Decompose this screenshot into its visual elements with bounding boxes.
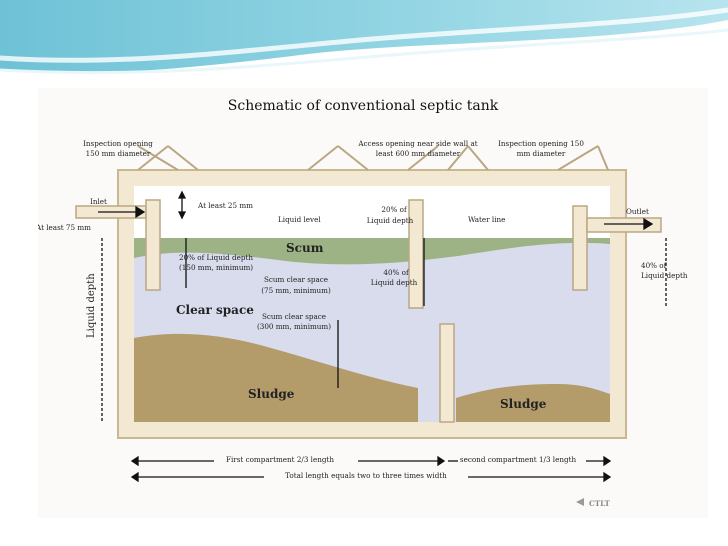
label-outlet: Outlet [626,207,649,216]
label-inspection-left-1: Inspection opening [83,139,153,148]
label-sludge-left: Sludge [248,387,295,401]
label-scum-clear-300-2: (300 mm, minimum) [257,322,331,331]
lid-ribs [137,145,609,171]
label-inspection-left-2: 150 mm diameter [86,149,151,158]
svg-text:CTLT: CTLT [589,499,611,508]
label-first-compartment: First compartment 2/3 length [226,455,334,464]
label-at-least-75: At least 75 mm [38,223,91,232]
label-pct20-depth-2: (150 mm, minimum) [179,263,253,272]
outlet-pipe [586,217,662,233]
label-sludge-right: Sludge [500,397,547,411]
label-scum-clear-75-1: Scum clear space [264,275,328,284]
label-access-opening-1: Access opening near side wall at [357,139,477,148]
label-pct20-line2: Liquid depth [367,216,414,225]
scum-layer [134,238,610,265]
inlet-baffle [145,199,161,291]
label-liquid-depth: Liquid depth [86,273,97,338]
label-pct40-right-1: 40% of [641,261,668,270]
outlet-baffle [572,205,588,291]
sludge-second-compartment [456,384,610,422]
label-clear-space: Clear space [176,303,254,317]
label-inspection-right-1: Inspection opening 150 [498,139,584,148]
label-pct40-mid-2: Liquid depth [371,278,418,287]
label-second-compartment: second compartment 1/3 length [460,455,577,464]
label-inspection-right-2: mm diameter [517,149,566,158]
label-access-opening-2: least 600 mm diameter [376,149,461,158]
label-pct20-depth-1: 20% of Liquid depth [179,253,253,262]
partition-wall-upper [408,199,424,309]
label-inlet: Inlet [90,197,107,206]
sludge-first-compartment [134,333,418,422]
label-liquid-level: Liquid level [278,215,321,224]
label-water-line: Water line [468,215,505,224]
label-pct40-mid-1: 40% of [383,268,410,277]
partition-wall-lower [439,323,455,423]
label-pct20-line1: 20% of [381,205,408,214]
label-total-length: Total length equals two to three times w… [285,471,447,480]
diagram-title: Schematic of conventional septic tank [228,98,499,114]
label-scum-clear-75-2: (75 mm, minimum) [261,286,331,295]
label-scum-clear-300-1: Scum clear space [262,312,326,321]
header-wave-band [0,0,728,80]
ctlt-logo: CTLT [576,498,611,508]
label-scum: Scum [286,241,324,255]
septic-tank-figure: Schematic of conventional septic tank [35,88,708,518]
label-at-least-25: At least 25 mm [197,201,253,210]
label-pct40-right-2: Liquid depth [641,271,688,280]
